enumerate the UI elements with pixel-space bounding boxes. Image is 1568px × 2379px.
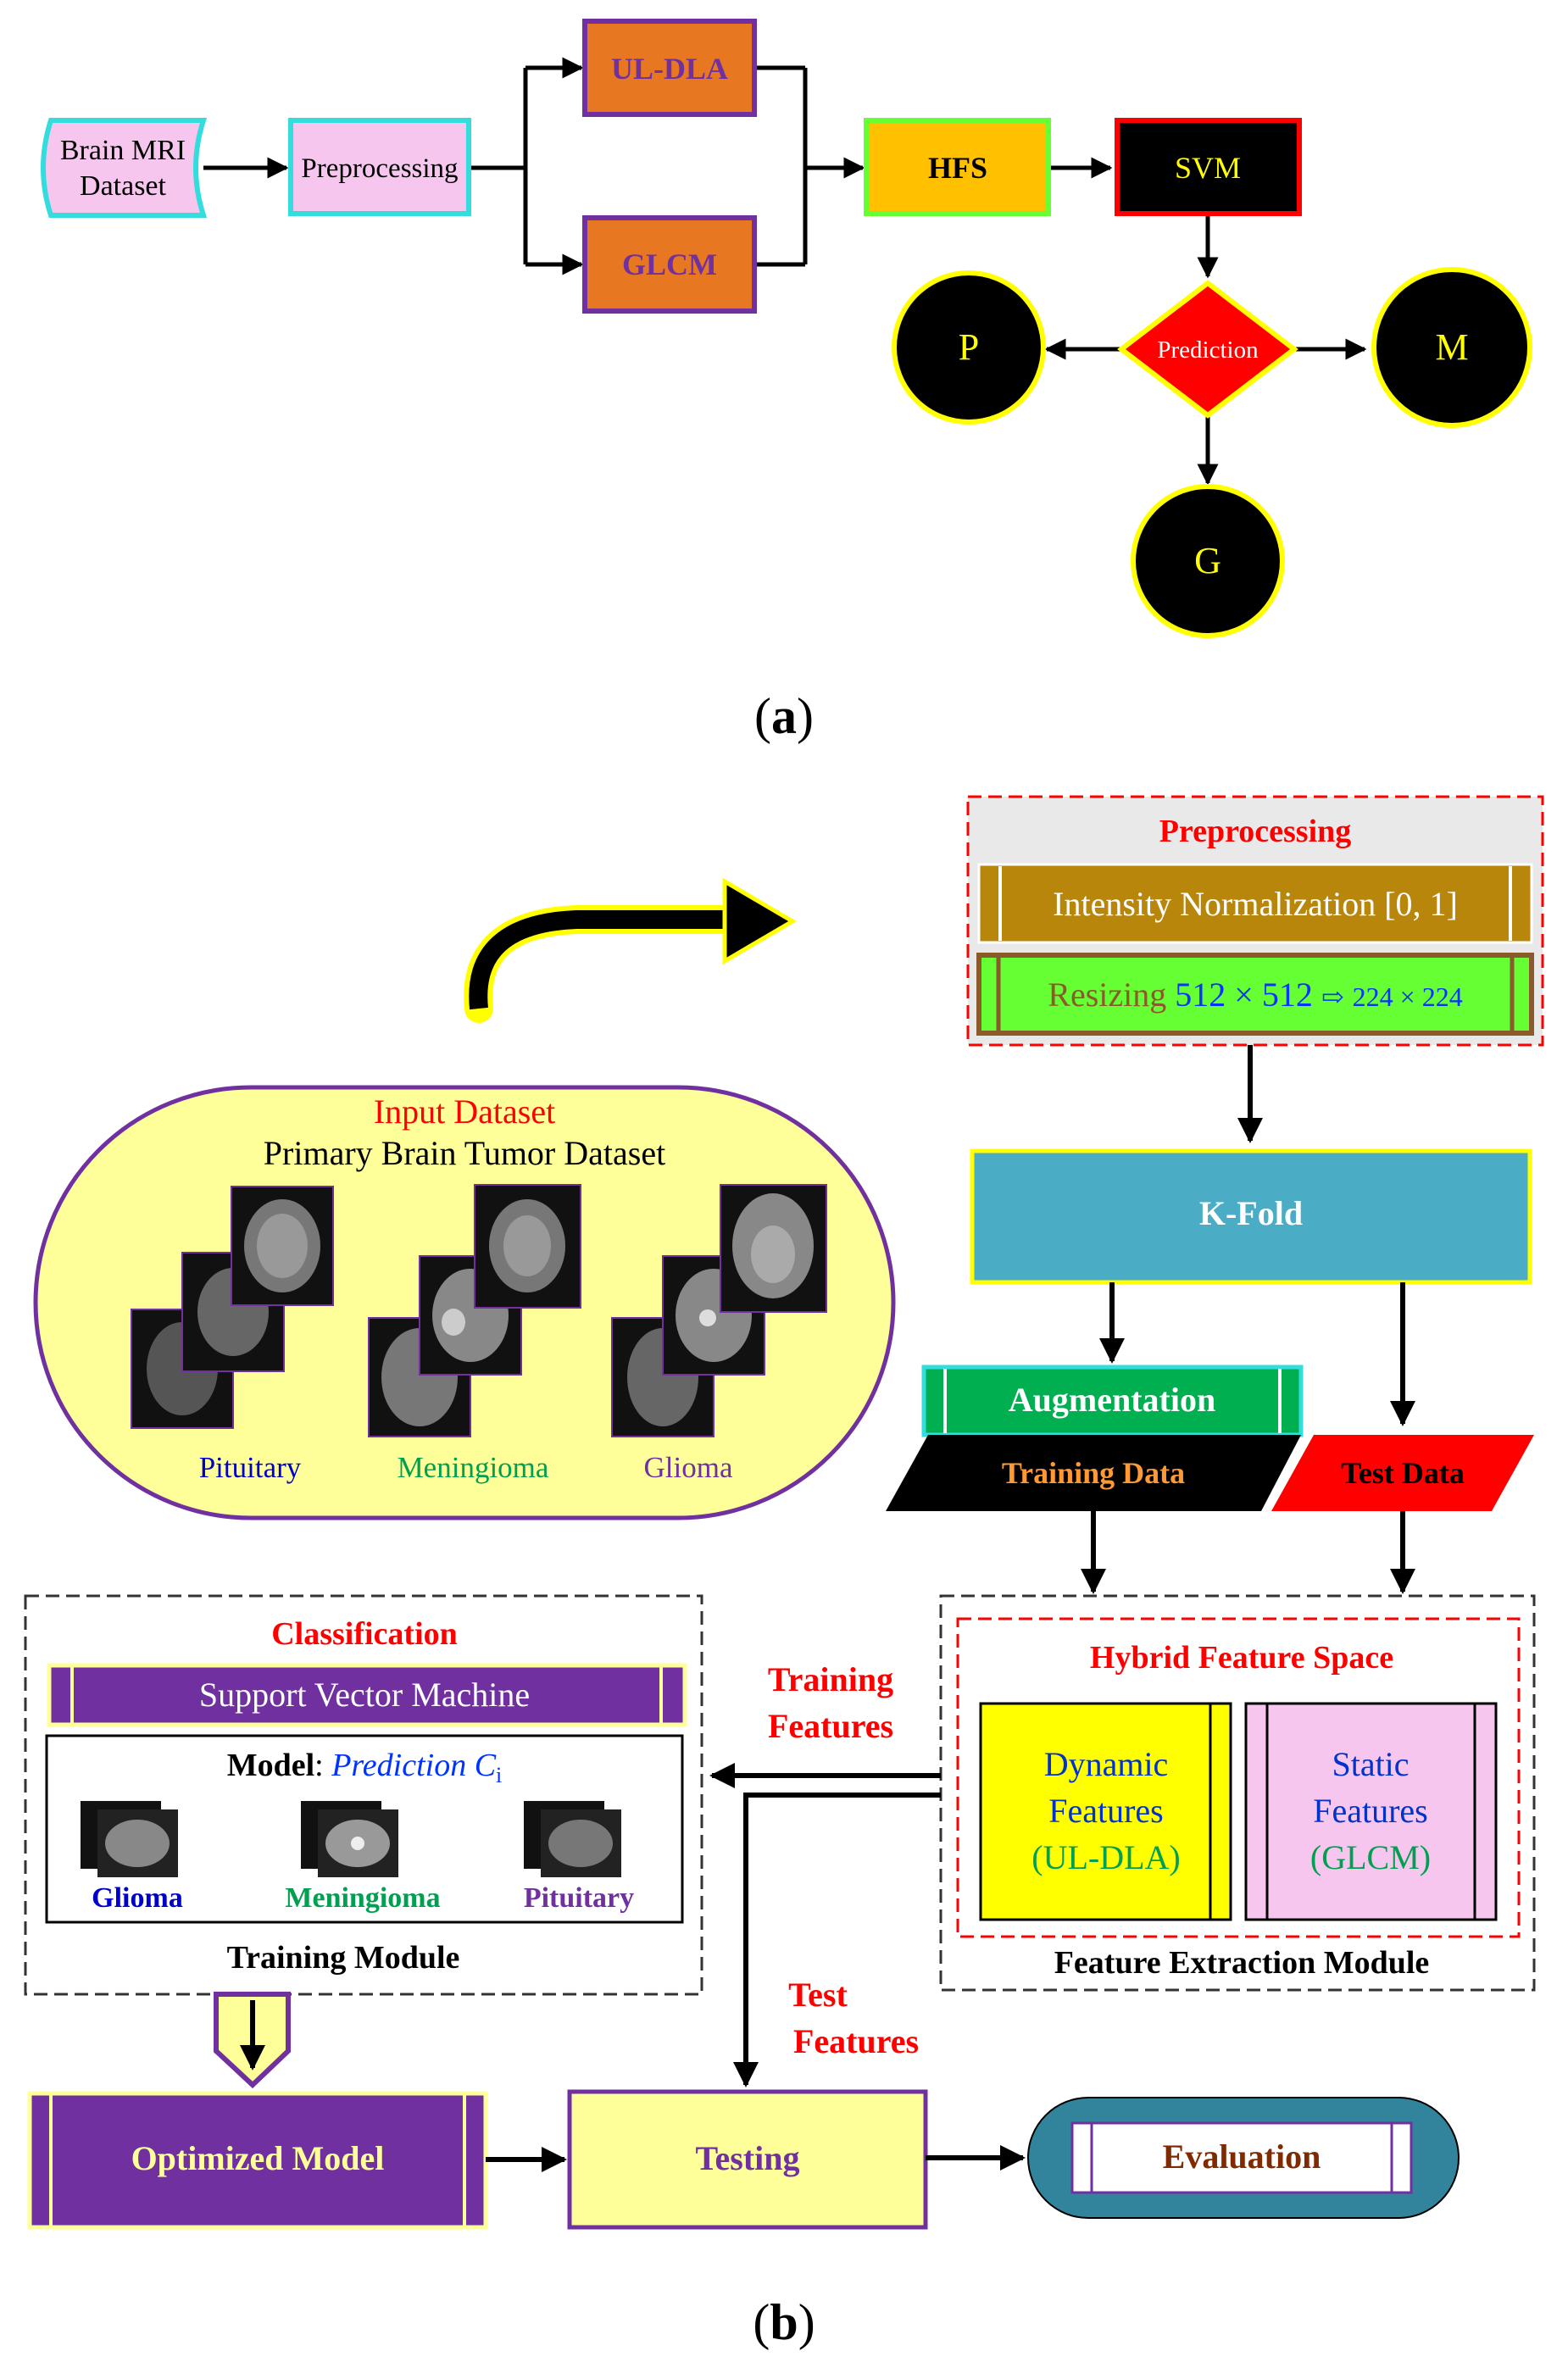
test-data-label: Test Data <box>1341 1456 1465 1490</box>
feature-extraction-label: Feature Extraction Module <box>1054 1945 1430 1981</box>
ul-dla-node <box>582 19 757 117</box>
hybrid-feature-title: Hybrid Feature Space <box>1090 1640 1393 1676</box>
test-features-line1: Test <box>788 1976 848 2014</box>
ul-dla-label: UL-DLA <box>611 52 728 86</box>
kfold-label: K-Fold <box>1199 1194 1303 1232</box>
output-m-label: M <box>1435 326 1468 368</box>
output-m-node <box>1371 267 1532 428</box>
normalization-label: Intensity Normalization [0, 1] <box>1053 885 1458 923</box>
training-data-label: Training Data <box>1002 1456 1185 1490</box>
model-class-meningioma: Meningioma <box>285 1882 440 1914</box>
static-line3: (GLCM) <box>1310 1838 1431 1876</box>
prediction-label: Prediction <box>1157 336 1259 364</box>
static-line2: Features <box>1313 1792 1428 1830</box>
classification-title: Classification <box>271 1616 458 1652</box>
resizing-bar <box>976 953 1534 1036</box>
brain-mri-dataset-line1: Brain MRI <box>60 135 186 166</box>
output-p-node <box>892 270 1046 425</box>
dynamic-line1: Dynamic <box>1044 1745 1169 1783</box>
preprocessing-title: Preprocessing <box>1159 814 1352 849</box>
optimized-model-label: Optimized Model <box>131 2139 385 2177</box>
glcm-node <box>582 215 757 314</box>
dynamic-line3: (UL-DLA) <box>1031 1838 1181 1876</box>
glcm-label: GLCM <box>622 247 717 281</box>
svm-bar-label: Support Vector Machine <box>199 1676 530 1714</box>
static-features-node <box>1244 1702 1498 1921</box>
training-data-node <box>886 1435 1301 1511</box>
panel-a: Brain MRI Dataset Preprocessing UL-DLA G… <box>41 19 1532 744</box>
model-mri-thumbnails <box>81 1801 621 1877</box>
model-title: Model: Prediction Ci <box>227 1748 503 1787</box>
output-g-label: G <box>1194 540 1221 581</box>
svm-bar <box>47 1663 687 1727</box>
kfold-node <box>970 1148 1532 1285</box>
panel-b: Preprocessing Intensity Normalization [0… <box>24 795 1544 2350</box>
evaluation-inner <box>1070 2121 1413 2194</box>
input-class-glioma: Glioma <box>644 1451 733 1484</box>
model-class-pituitary: Pituitary <box>524 1882 634 1914</box>
output-p-label: P <box>959 326 979 368</box>
prediction-node <box>1117 280 1298 419</box>
normalization-bar <box>977 863 1533 944</box>
mri-stack-glioma <box>611 1184 827 1437</box>
brain-mri-dataset-line2: Dataset <box>80 170 167 202</box>
input-class-meningioma: Meningioma <box>398 1451 549 1484</box>
static-line1: Static <box>1332 1745 1409 1783</box>
training-features-line2: Features <box>768 1707 893 1745</box>
hfs-label: HFS <box>928 151 987 185</box>
training-module-label: Training Module <box>227 1940 460 1976</box>
testing-label: Testing <box>695 2139 799 2177</box>
panel-a-connectors <box>203 57 1367 486</box>
mri-stack-meningioma <box>368 1184 581 1437</box>
hfs-node <box>864 118 1051 216</box>
input-dataset-subtitle: Primary Brain Tumor Dataset <box>264 1134 665 1172</box>
resizing-label: Resizing 512 × 512 ⇨ 224 × 224 <box>1048 976 1462 1014</box>
preprocessing-label: Preprocessing <box>301 153 458 184</box>
brain-mri-dataset-node <box>41 118 208 218</box>
input-dataset-title: Input Dataset <box>374 1092 555 1131</box>
svm-node <box>1115 118 1302 216</box>
svm-label: SVM <box>1175 151 1241 185</box>
panel-b-caption: (b) <box>753 2294 815 2350</box>
evaluation-label: Evaluation <box>1163 2137 1321 2176</box>
model-class-glioma: Glioma <box>92 1882 183 1914</box>
test-data-node <box>1271 1435 1534 1511</box>
curved-arrow <box>464 877 797 1023</box>
augmentation-label: Augmentation <box>1009 1381 1215 1419</box>
output-g-node <box>1131 484 1285 638</box>
test-features-line2: Features <box>793 2022 919 2060</box>
mri-stack-pituitary <box>131 1186 334 1429</box>
dynamic-line2: Features <box>1048 1792 1164 1830</box>
panel-a-caption: (a) <box>754 688 814 744</box>
input-class-pituitary: Pituitary <box>199 1451 302 1484</box>
preprocessing-node <box>288 118 471 216</box>
dynamic-features-node <box>979 1702 1232 1921</box>
training-features-line1: Training <box>768 1660 893 1698</box>
